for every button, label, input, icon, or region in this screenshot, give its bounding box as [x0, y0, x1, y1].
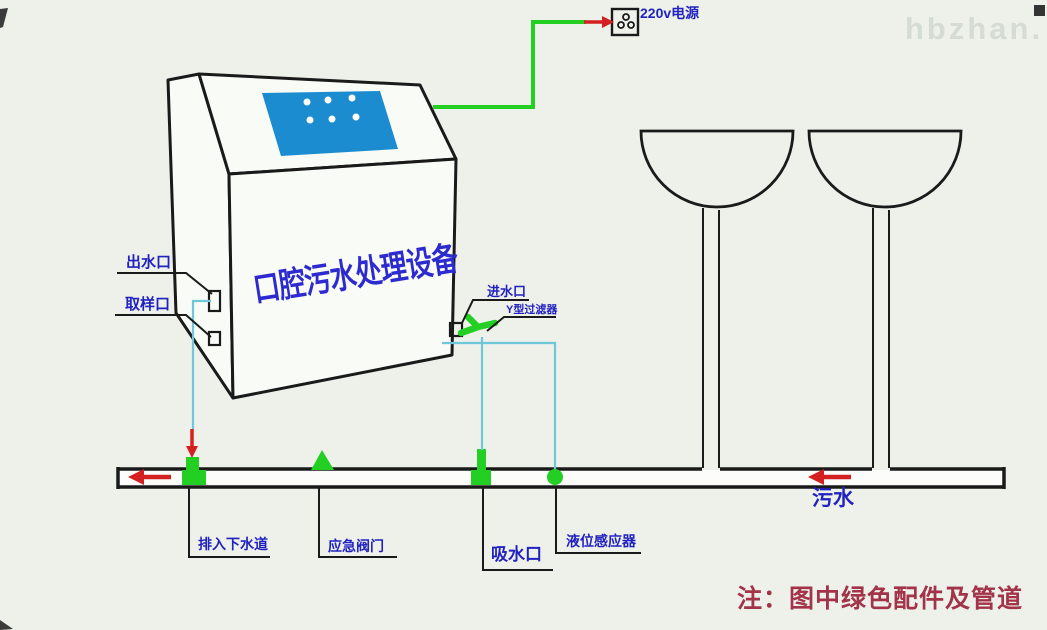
sewage-label: 污水 — [812, 487, 854, 510]
power-line — [433, 20, 586, 109]
basin-drain-pipes — [702, 208, 890, 468]
emergency-valve-fitting — [311, 450, 334, 470]
suction-label: 吸水口 — [491, 545, 542, 564]
emergency-valve-label: 应急阀门 — [328, 538, 384, 554]
sampling-label: 取样口 — [125, 296, 171, 313]
level-sensor-label: 液位感应器 — [566, 533, 636, 549]
pipe-left-arrow — [128, 469, 171, 485]
inlet-label: 进水口 — [487, 284, 527, 299]
sewage-flow-arrow — [808, 469, 851, 485]
panel-vent-dots — [303, 94, 360, 124]
y-filter-icon — [457, 313, 499, 337]
power-box — [610, 7, 640, 37]
leader-lines — [115, 272, 641, 571]
corner-artifacts — [0, 5, 1045, 630]
outlet-label: 出水口 — [126, 254, 172, 271]
water-tubing — [191, 299, 557, 469]
fan-icon — [617, 13, 635, 29]
flow-arrows — [128, 16, 851, 485]
suction-fitting — [471, 449, 491, 485]
basin-left — [639, 129, 795, 209]
power-label: 220v电源 — [640, 5, 700, 21]
level-sensor-fitting — [547, 469, 563, 485]
treatment-device — [166, 72, 499, 400]
basin-right — [807, 129, 963, 209]
watermark-text: hbzhan. co — [905, 11, 1047, 46]
discharge-down-arrow — [186, 429, 198, 458]
drain-label: 排入下水道 — [198, 536, 268, 552]
sampling-port — [207, 330, 222, 347]
y-filter-label: Y型过滤器 — [506, 304, 558, 316]
control-panel — [262, 91, 398, 156]
power-arrow — [584, 16, 614, 28]
drain-fitting — [182, 457, 206, 485]
note-text: 注：图中绿色配件及管道 — [737, 584, 1024, 613]
